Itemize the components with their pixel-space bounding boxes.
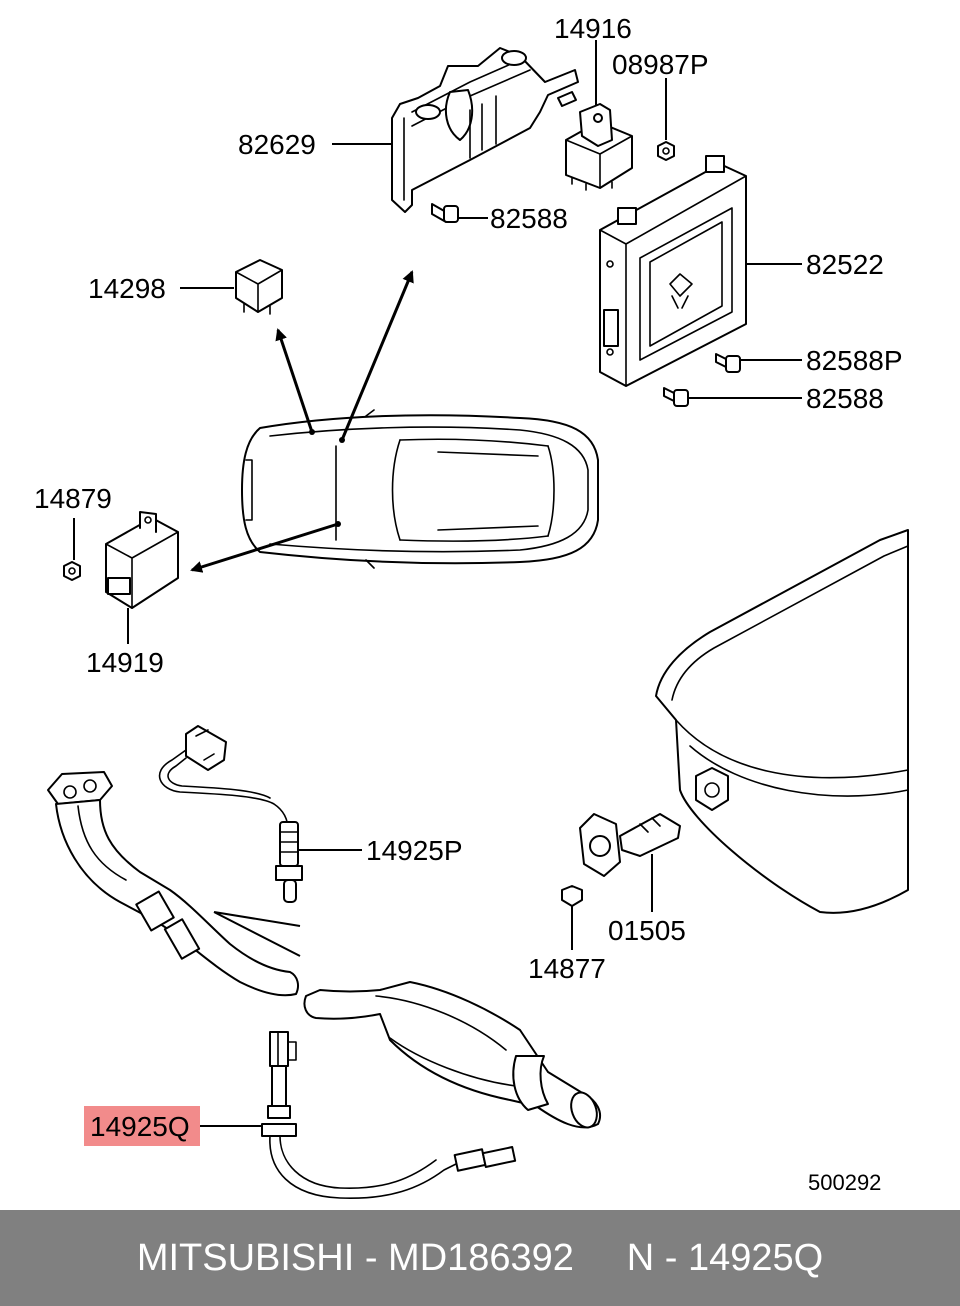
label-14298: 14298 xyxy=(88,273,166,304)
label-01505: 01505 xyxy=(608,915,686,946)
label-82588-lower: 82588 xyxy=(806,383,884,414)
oil-pan xyxy=(655,529,909,914)
footer-text: MITSUBISHI - MD186392 N - 14925Q xyxy=(136,1236,824,1279)
bracket-82629 xyxy=(391,47,579,213)
highlight-box xyxy=(84,1106,200,1146)
label-82522: 82522 xyxy=(806,249,884,280)
label-14877: 14877 xyxy=(528,953,606,984)
catalytic-converter xyxy=(303,981,602,1129)
ecu-82522 xyxy=(599,155,747,387)
arrow-to-14919 xyxy=(190,522,339,573)
label-14879: 14879 xyxy=(34,483,112,514)
flasher-14919 xyxy=(105,511,179,609)
label-14916: 14916 xyxy=(554,13,632,44)
diagram-code: 500292 xyxy=(808,1170,881,1195)
nut-14879 xyxy=(63,561,81,581)
front-exhaust-pipe xyxy=(47,771,299,997)
relay-14298 xyxy=(235,259,283,315)
oxygen-sensor-14925Q xyxy=(261,1031,517,1200)
bolt-82588-upper xyxy=(431,203,459,223)
label-82588-upper: 82588 xyxy=(490,203,568,234)
bolt-82588-lower xyxy=(663,387,689,407)
relay-14916 xyxy=(557,91,633,191)
parts-diagram: 14916 08987P 82629 82588 14298 82522 825… xyxy=(34,13,909,1200)
footer-bar: MITSUBISHI - MD186392 N - 14925Q xyxy=(0,1210,960,1306)
vehicle-outline xyxy=(241,409,599,569)
label-14925Q: 14925Q xyxy=(90,1111,190,1142)
label-82588P: 82588P xyxy=(806,345,903,376)
label-82629: 82629 xyxy=(238,129,316,160)
bolt-82588P xyxy=(715,353,741,373)
label-14919: 14919 xyxy=(86,647,164,678)
label-14925P: 14925P xyxy=(366,835,463,866)
oxygen-sensor-14925P xyxy=(158,725,303,903)
bolt-14877 xyxy=(561,885,583,920)
sensor-01505 xyxy=(579,813,681,877)
label-08987P: 08987P xyxy=(612,49,709,80)
break-line xyxy=(213,911,301,957)
nut-08987P xyxy=(657,141,675,161)
arrow-to-14298 xyxy=(275,328,314,433)
arrow-to-bracket xyxy=(340,270,414,441)
